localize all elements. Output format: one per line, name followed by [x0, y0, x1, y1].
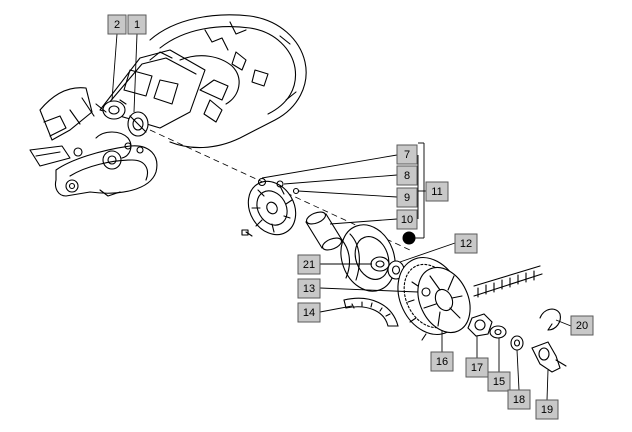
svg-text:14: 14: [303, 307, 315, 319]
label-18: 18: [507, 389, 531, 410]
label-15: 15: [487, 371, 511, 392]
svg-text:13: 13: [303, 283, 315, 295]
svg-text:19: 19: [541, 404, 553, 416]
svg-text:12: 12: [460, 238, 472, 250]
label-9: 9: [396, 187, 418, 208]
crankcase-drawing: [29, 14, 307, 197]
retaining-clip: [539, 308, 561, 331]
fixed-half-pulley: [340, 224, 416, 292]
drive-belt: [473, 265, 543, 298]
leader-lines: [111, 33, 572, 401]
svg-text:17: 17: [471, 362, 483, 374]
svg-text:8: 8: [404, 170, 410, 182]
belt-segment: [343, 297, 399, 327]
label-13: 13: [297, 278, 321, 299]
svg-text:18: 18: [513, 394, 525, 406]
label-7: 7: [396, 144, 418, 165]
driven-pulley: [397, 257, 471, 341]
variator-plate: [241, 177, 300, 237]
svg-text:21: 21: [303, 259, 315, 271]
label-12: 12: [454, 233, 478, 254]
svg-text:15: 15: [493, 376, 505, 388]
svg-text:2: 2: [114, 19, 120, 31]
label-14: 14: [297, 302, 321, 323]
label-2: 2: [107, 14, 127, 35]
roller-icon: [257, 177, 267, 187]
label-21: 21: [297, 254, 321, 275]
nut-set: [467, 313, 567, 373]
label-20: 20: [570, 315, 594, 336]
spacer-bushing: [305, 211, 343, 251]
svg-text:11: 11: [431, 186, 442, 198]
label-11: 11: [425, 181, 449, 202]
svg-text:1: 1: [134, 19, 140, 31]
svg-text:9: 9: [404, 192, 410, 204]
svg-text:20: 20: [576, 320, 588, 332]
svg-text:16: 16: [436, 356, 448, 368]
svg-text:7: 7: [404, 149, 410, 161]
label-8: 8: [396, 165, 418, 186]
svg-text:10: 10: [401, 214, 413, 226]
label-17: 17: [465, 357, 489, 378]
label-10: 10: [396, 209, 418, 230]
label-19: 19: [535, 399, 559, 420]
label-16: 16: [430, 351, 454, 372]
part-labels: 2 1 7 8 9 10 11 12: [107, 14, 594, 420]
label-1: 1: [127, 14, 147, 35]
